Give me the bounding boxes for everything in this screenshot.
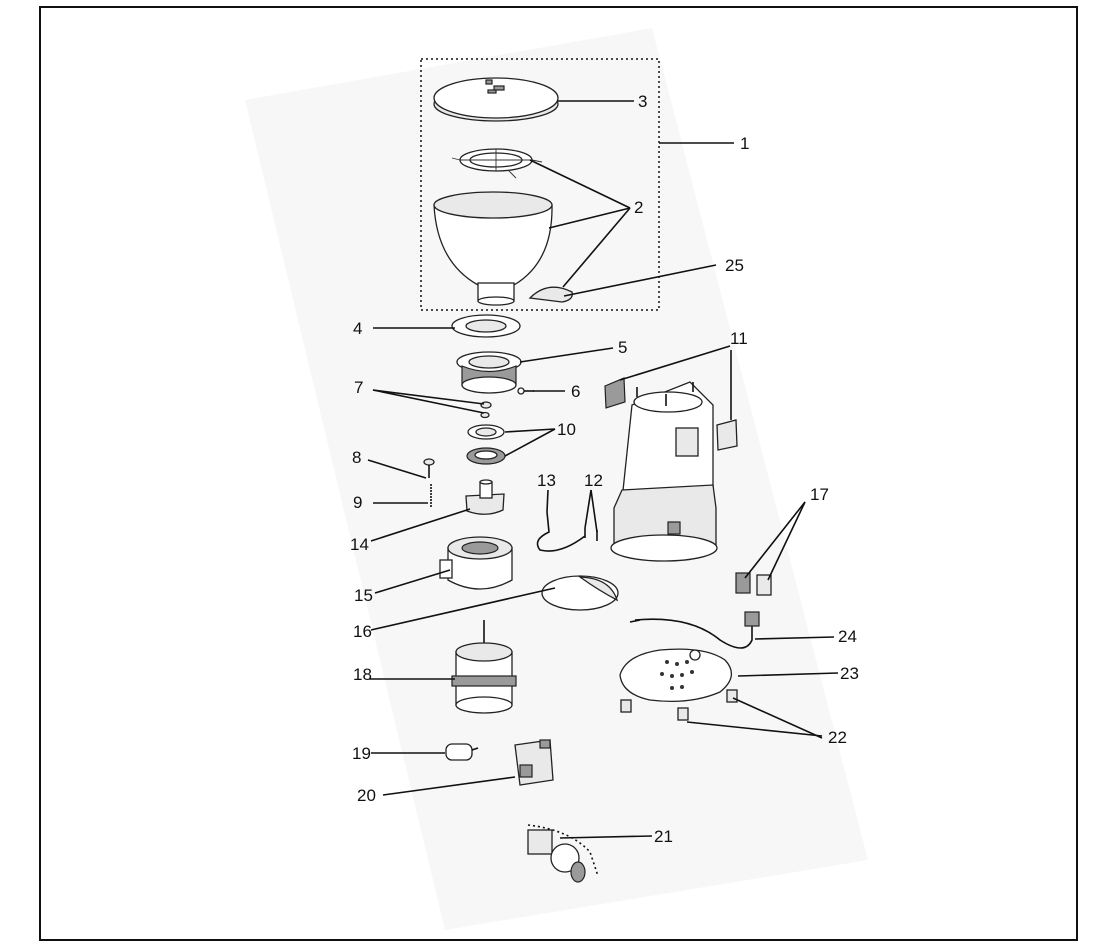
part-25-scoop	[528, 286, 573, 303]
part-22-feet	[620, 689, 738, 721]
part-3-lid	[433, 77, 559, 122]
part-15-gear-housing	[439, 536, 513, 590]
callout-numbers: 1 2 3 4 5 6 7 8 9 10 11 12 13 14 15 16 1…	[350, 92, 859, 846]
part-19-capacitor	[445, 743, 479, 761]
part-11-side-grille-right	[716, 419, 738, 451]
callout-7: 7	[354, 378, 363, 397]
part-24-power-cord	[629, 611, 760, 649]
part-5-burr-holder	[456, 351, 522, 394]
part-10-burrs	[466, 424, 506, 465]
callout-22: 22	[828, 728, 847, 747]
part-18-motor	[451, 620, 517, 714]
callout-4: 4	[353, 319, 362, 338]
part-11-body	[610, 381, 718, 562]
part-11-side-grille-left	[604, 377, 626, 409]
part-16-plate	[541, 575, 619, 611]
callout-20: 20	[357, 786, 376, 805]
leader-lines	[367, 100, 839, 839]
callout-15: 15	[354, 586, 373, 605]
part-17-switches	[735, 572, 772, 596]
callout-8: 8	[352, 448, 361, 467]
part-13-wire	[536, 511, 586, 552]
part-6-screw	[517, 387, 534, 395]
part-23-base-plate	[619, 648, 732, 702]
part-2-hopper-grid	[451, 148, 543, 179]
callout-19: 19	[352, 744, 371, 763]
callout-14: 14	[350, 535, 369, 554]
part-14-adjuster	[465, 479, 505, 515]
part-11-screws	[636, 382, 694, 406]
callout-18: 18	[353, 665, 372, 684]
background-sheet	[245, 28, 868, 930]
part-20-relay	[514, 739, 554, 786]
part-8-pin	[423, 458, 435, 478]
callout-25: 25	[725, 256, 744, 275]
callout-17: 17	[810, 485, 829, 504]
callout-3: 3	[638, 92, 647, 111]
part-2-hopper	[433, 191, 553, 306]
part-21-timer	[527, 824, 599, 883]
callout-10: 10	[557, 420, 576, 439]
callout-24: 24	[838, 627, 857, 646]
callout-21: 21	[654, 827, 673, 846]
callout-12: 12	[584, 471, 603, 490]
callout-9: 9	[353, 493, 362, 512]
callout-13: 13	[537, 471, 556, 490]
callout-11: 11	[730, 329, 748, 348]
callout-16: 16	[353, 622, 372, 641]
part-4-gasket	[451, 314, 521, 338]
callout-23: 23	[840, 664, 859, 683]
callout-5: 5	[618, 338, 627, 357]
callout-1: 1	[740, 134, 749, 153]
callout-2: 2	[634, 198, 643, 217]
callout-6: 6	[571, 382, 580, 401]
